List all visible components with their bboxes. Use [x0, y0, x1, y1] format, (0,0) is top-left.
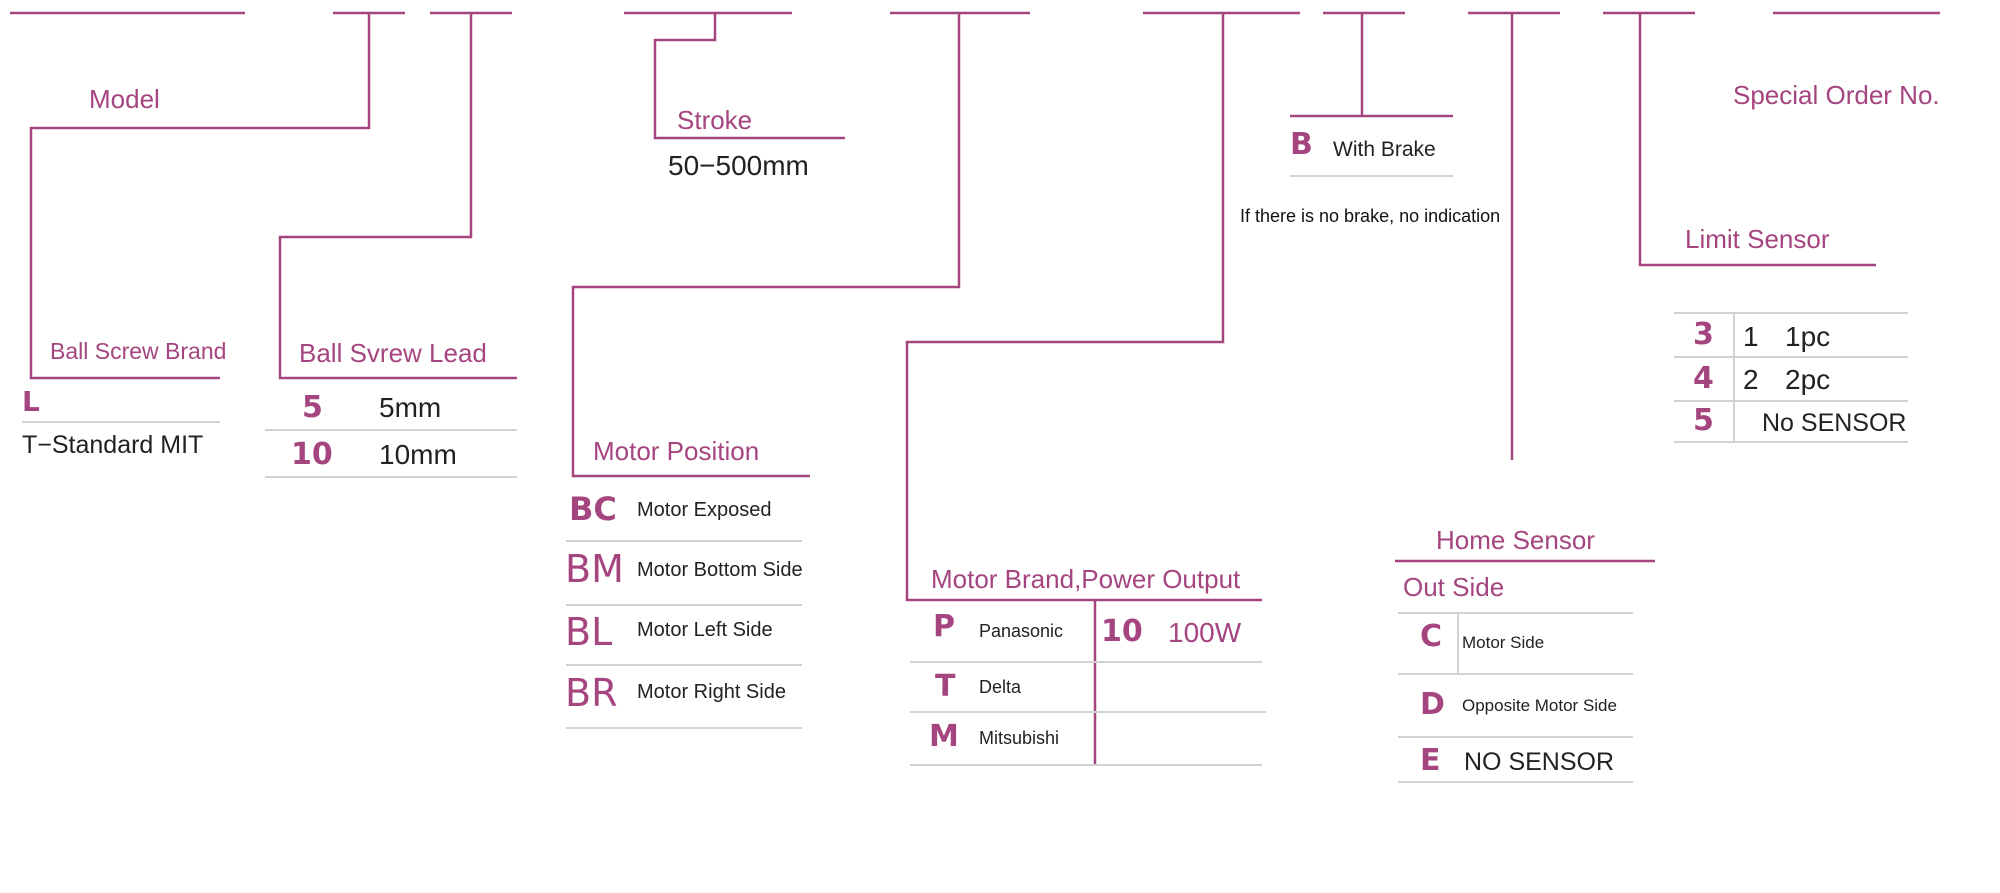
desc-motor-position-bl: Motor Left Side: [637, 619, 773, 641]
count-limit-4: 2: [1743, 364, 1759, 395]
code-motor-position-bm: BM: [565, 547, 624, 591]
desc-brake-b: With Brake: [1333, 138, 1436, 161]
desc-motor-position-bc: Motor Exposed: [637, 499, 772, 521]
desc-home-d: Opposite Motor Side: [1462, 696, 1617, 715]
code-brand-p: P: [933, 609, 955, 644]
count-limit-3: 1: [1743, 321, 1759, 352]
brake-note: If there is no brake, no indication: [1240, 206, 1501, 226]
label-home-sensor-side: Out Side: [1403, 572, 1505, 602]
desc-brand-m: Mitsubishi: [979, 728, 1060, 748]
desc-limit-3: 1pc: [1785, 321, 1831, 352]
label-model: Model: [89, 84, 160, 114]
code-limit-5: 5: [1693, 403, 1714, 438]
label-ball-screw-lead: Ball Svrew Lead: [299, 338, 487, 368]
code-limit-4: 4: [1693, 361, 1714, 396]
code-brake-b: B: [1290, 127, 1313, 162]
desc-limit-5: No SENSOR: [1762, 409, 1907, 437]
desc-limit-4: 2pc: [1785, 364, 1831, 395]
desc-power-10: 100W: [1168, 617, 1242, 648]
code-lead-10: 10: [291, 437, 333, 472]
code-motor-position-bl: BL: [565, 610, 613, 654]
code-brand-t: T: [935, 669, 956, 704]
desc-brand-t: Delta: [979, 677, 1022, 697]
code-home-d: D: [1420, 687, 1445, 722]
desc-home-c: Motor Side: [1462, 633, 1545, 652]
label-stroke: Stroke: [677, 105, 753, 135]
code-home-c: C: [1420, 619, 1443, 654]
code-brand-m: M: [929, 719, 959, 754]
code-motor-position-br: BR: [565, 671, 618, 715]
stroke-range: 50−500mm: [668, 150, 809, 181]
label-limit-sensor: Limit Sensor: [1685, 224, 1830, 254]
label-motor-position: Motor Position: [593, 436, 760, 466]
desc-ball-screw-brand: T−Standard MIT: [22, 431, 204, 459]
desc-lead-5: 5mm: [379, 392, 442, 423]
code-motor-position-bc: BC: [569, 490, 617, 528]
code-home-e: E: [1420, 743, 1441, 778]
label-motor-brand-power: Motor Brand,Power Output: [931, 564, 1241, 594]
desc-brand-p: Panasonic: [979, 621, 1064, 641]
label-ball-screw-brand: Ball Screw Brand: [50, 338, 227, 364]
code-lead-5: 5: [302, 390, 323, 425]
label-special-order-no: Special Order No.: [1733, 80, 1940, 110]
code-limit-3: 3: [1693, 317, 1714, 352]
desc-motor-position-br: Motor Right Side: [637, 681, 786, 703]
code-ball-screw-brand: L: [22, 385, 40, 418]
label-home-sensor: Home Sensor: [1436, 525, 1595, 555]
desc-home-e: NO SENSOR: [1464, 748, 1615, 776]
code-power-10: 10: [1101, 614, 1143, 649]
desc-motor-position-bm: Motor Bottom Side: [637, 559, 803, 581]
desc-lead-10: 10mm: [379, 439, 457, 470]
